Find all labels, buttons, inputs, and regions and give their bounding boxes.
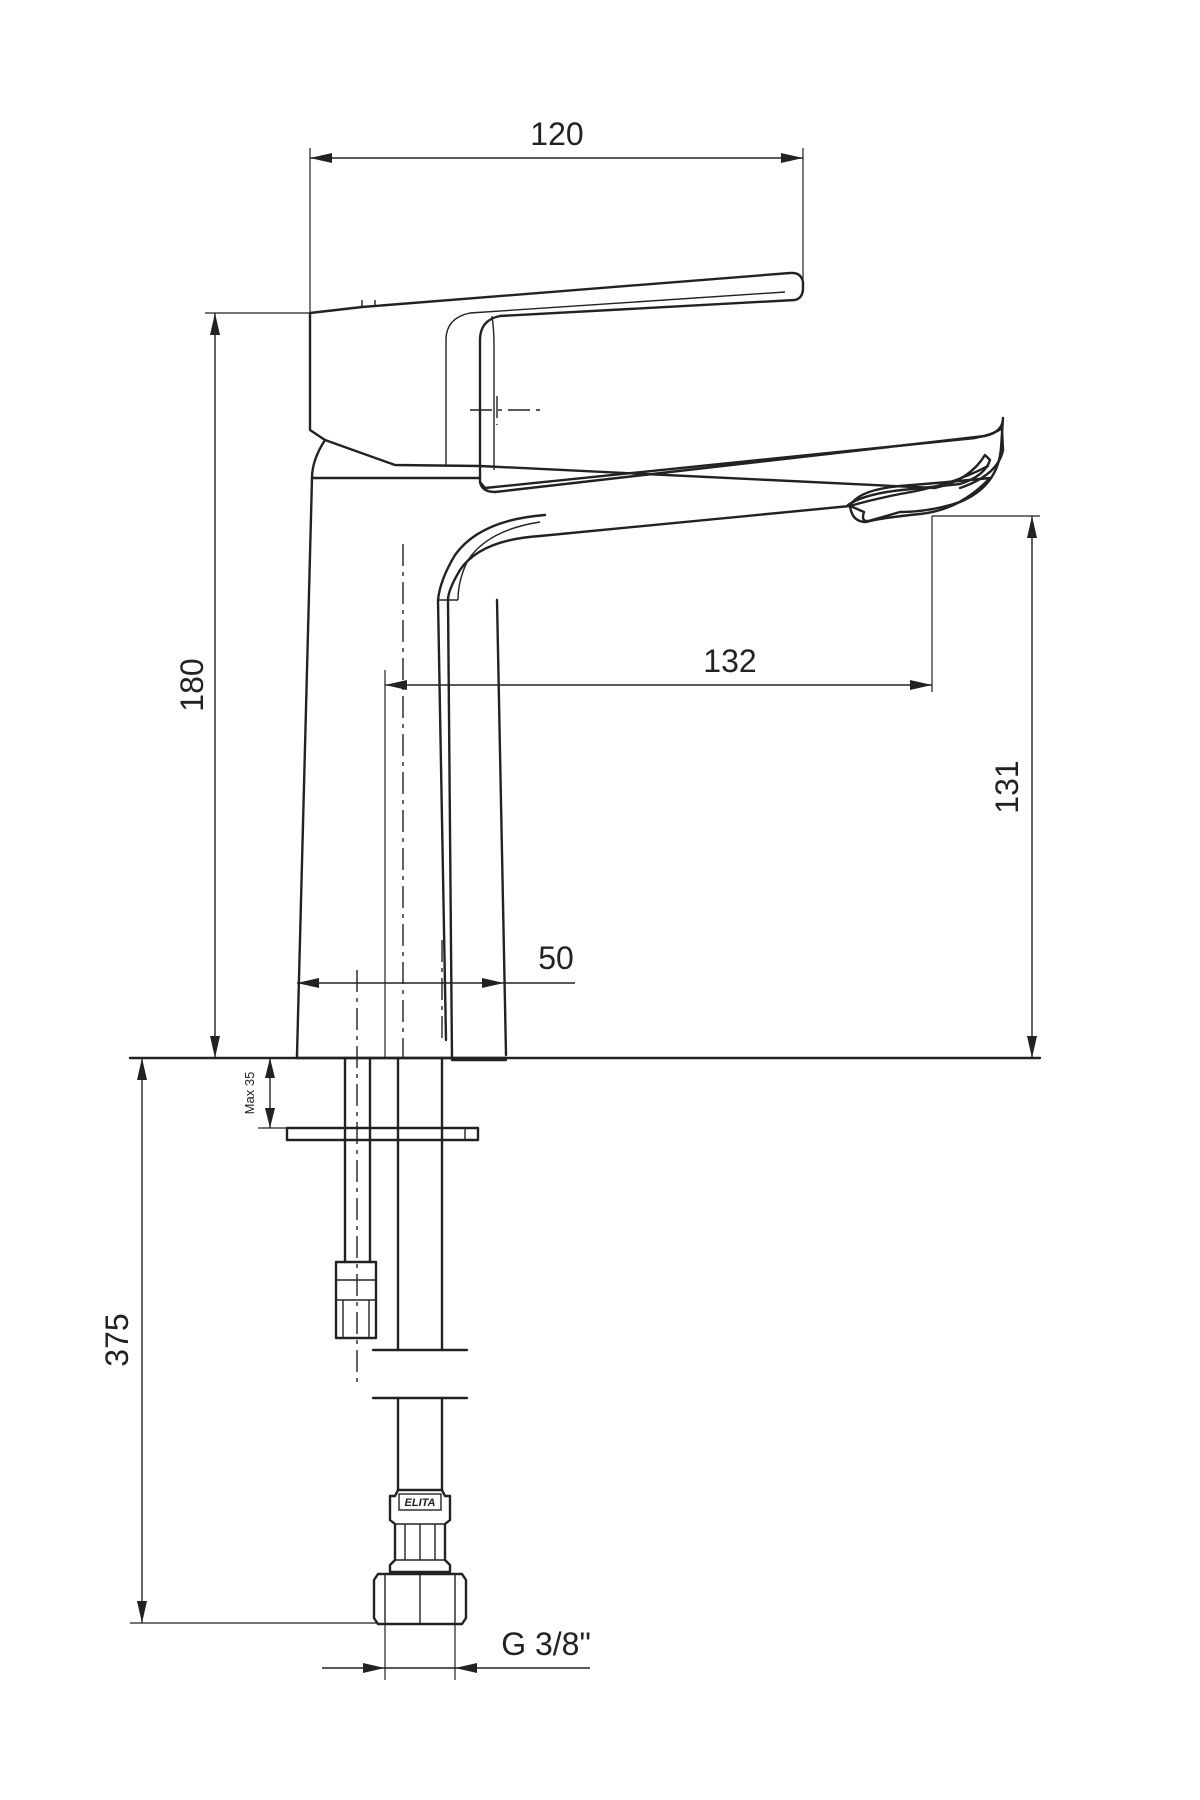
dim-180-arrow-bottom <box>210 1036 220 1058</box>
dim-50-arrow-left <box>297 978 319 988</box>
brand-logo: ELITA <box>405 1497 436 1509</box>
dimension-132: 132 <box>384 516 933 1058</box>
dim-max35-arrow-bottom <box>265 1108 275 1128</box>
dim-thread-arrow-right <box>455 1663 477 1673</box>
column-right-edge <box>495 598 508 1057</box>
dim-thread-arrow-left <box>363 1663 385 1673</box>
dim-375-arrow-top <box>137 1058 147 1080</box>
hose-ferrule <box>388 1488 452 1574</box>
dimension-50: 50 <box>297 940 575 988</box>
spout <box>478 416 1005 523</box>
centerlines <box>402 396 545 1058</box>
dimension-120: 120 <box>309 116 804 312</box>
dim-132-label: 132 <box>703 643 756 679</box>
logo-band <box>398 1493 442 1511</box>
spout-aerator <box>848 476 992 524</box>
dim-thread-label: G 3/8" <box>501 1626 591 1662</box>
under-deck-assembly: ELITA <box>285 970 480 1626</box>
dim-50-label: 50 <box>538 940 574 976</box>
lever-handle <box>308 271 805 468</box>
dim-120-arrow-right <box>781 153 803 163</box>
dim-131-label: 131 <box>989 760 1025 813</box>
hex-nut <box>372 1572 468 1626</box>
dim-120-label: 120 <box>530 116 583 152</box>
dim-120-arrow-left <box>310 153 332 163</box>
dimension-180: 180 <box>174 312 310 1058</box>
dim-180-arrow-top <box>210 313 220 335</box>
dim-max35-arrow-top <box>265 1058 275 1078</box>
dimension-thread: G 3/8" <box>322 1624 591 1680</box>
dim-132-arrow-left <box>385 680 407 690</box>
mounting-plate <box>285 1126 480 1142</box>
column-right-inner <box>436 513 547 1042</box>
dim-375-arrow-bottom <box>137 1601 147 1623</box>
dim-180-label: 180 <box>174 658 210 711</box>
spout-top <box>478 426 1005 490</box>
body-neck <box>310 438 482 480</box>
dimension-375: 375 <box>99 1058 378 1624</box>
column-right-outer <box>446 534 542 1062</box>
dimension-131: 131 <box>932 515 1040 1058</box>
spout-underside <box>538 464 990 538</box>
lever-handle-inner-2 <box>491 315 495 470</box>
column-left <box>295 476 314 1057</box>
column-front-curve <box>457 521 541 601</box>
dim-375-label: 375 <box>99 1313 135 1366</box>
lever-handle-inner <box>445 291 786 465</box>
stud-nut <box>334 1260 378 1340</box>
dimension-max-35: Max 35 <box>242 1058 287 1129</box>
dim-131-arrow-bottom <box>1027 1036 1037 1058</box>
dim-131-arrow-top <box>1027 516 1037 538</box>
dim-50-arrow-right <box>482 978 504 988</box>
dim-max35-label: Max 35 <box>242 1072 257 1115</box>
dim-132-arrow-right <box>910 680 932 690</box>
